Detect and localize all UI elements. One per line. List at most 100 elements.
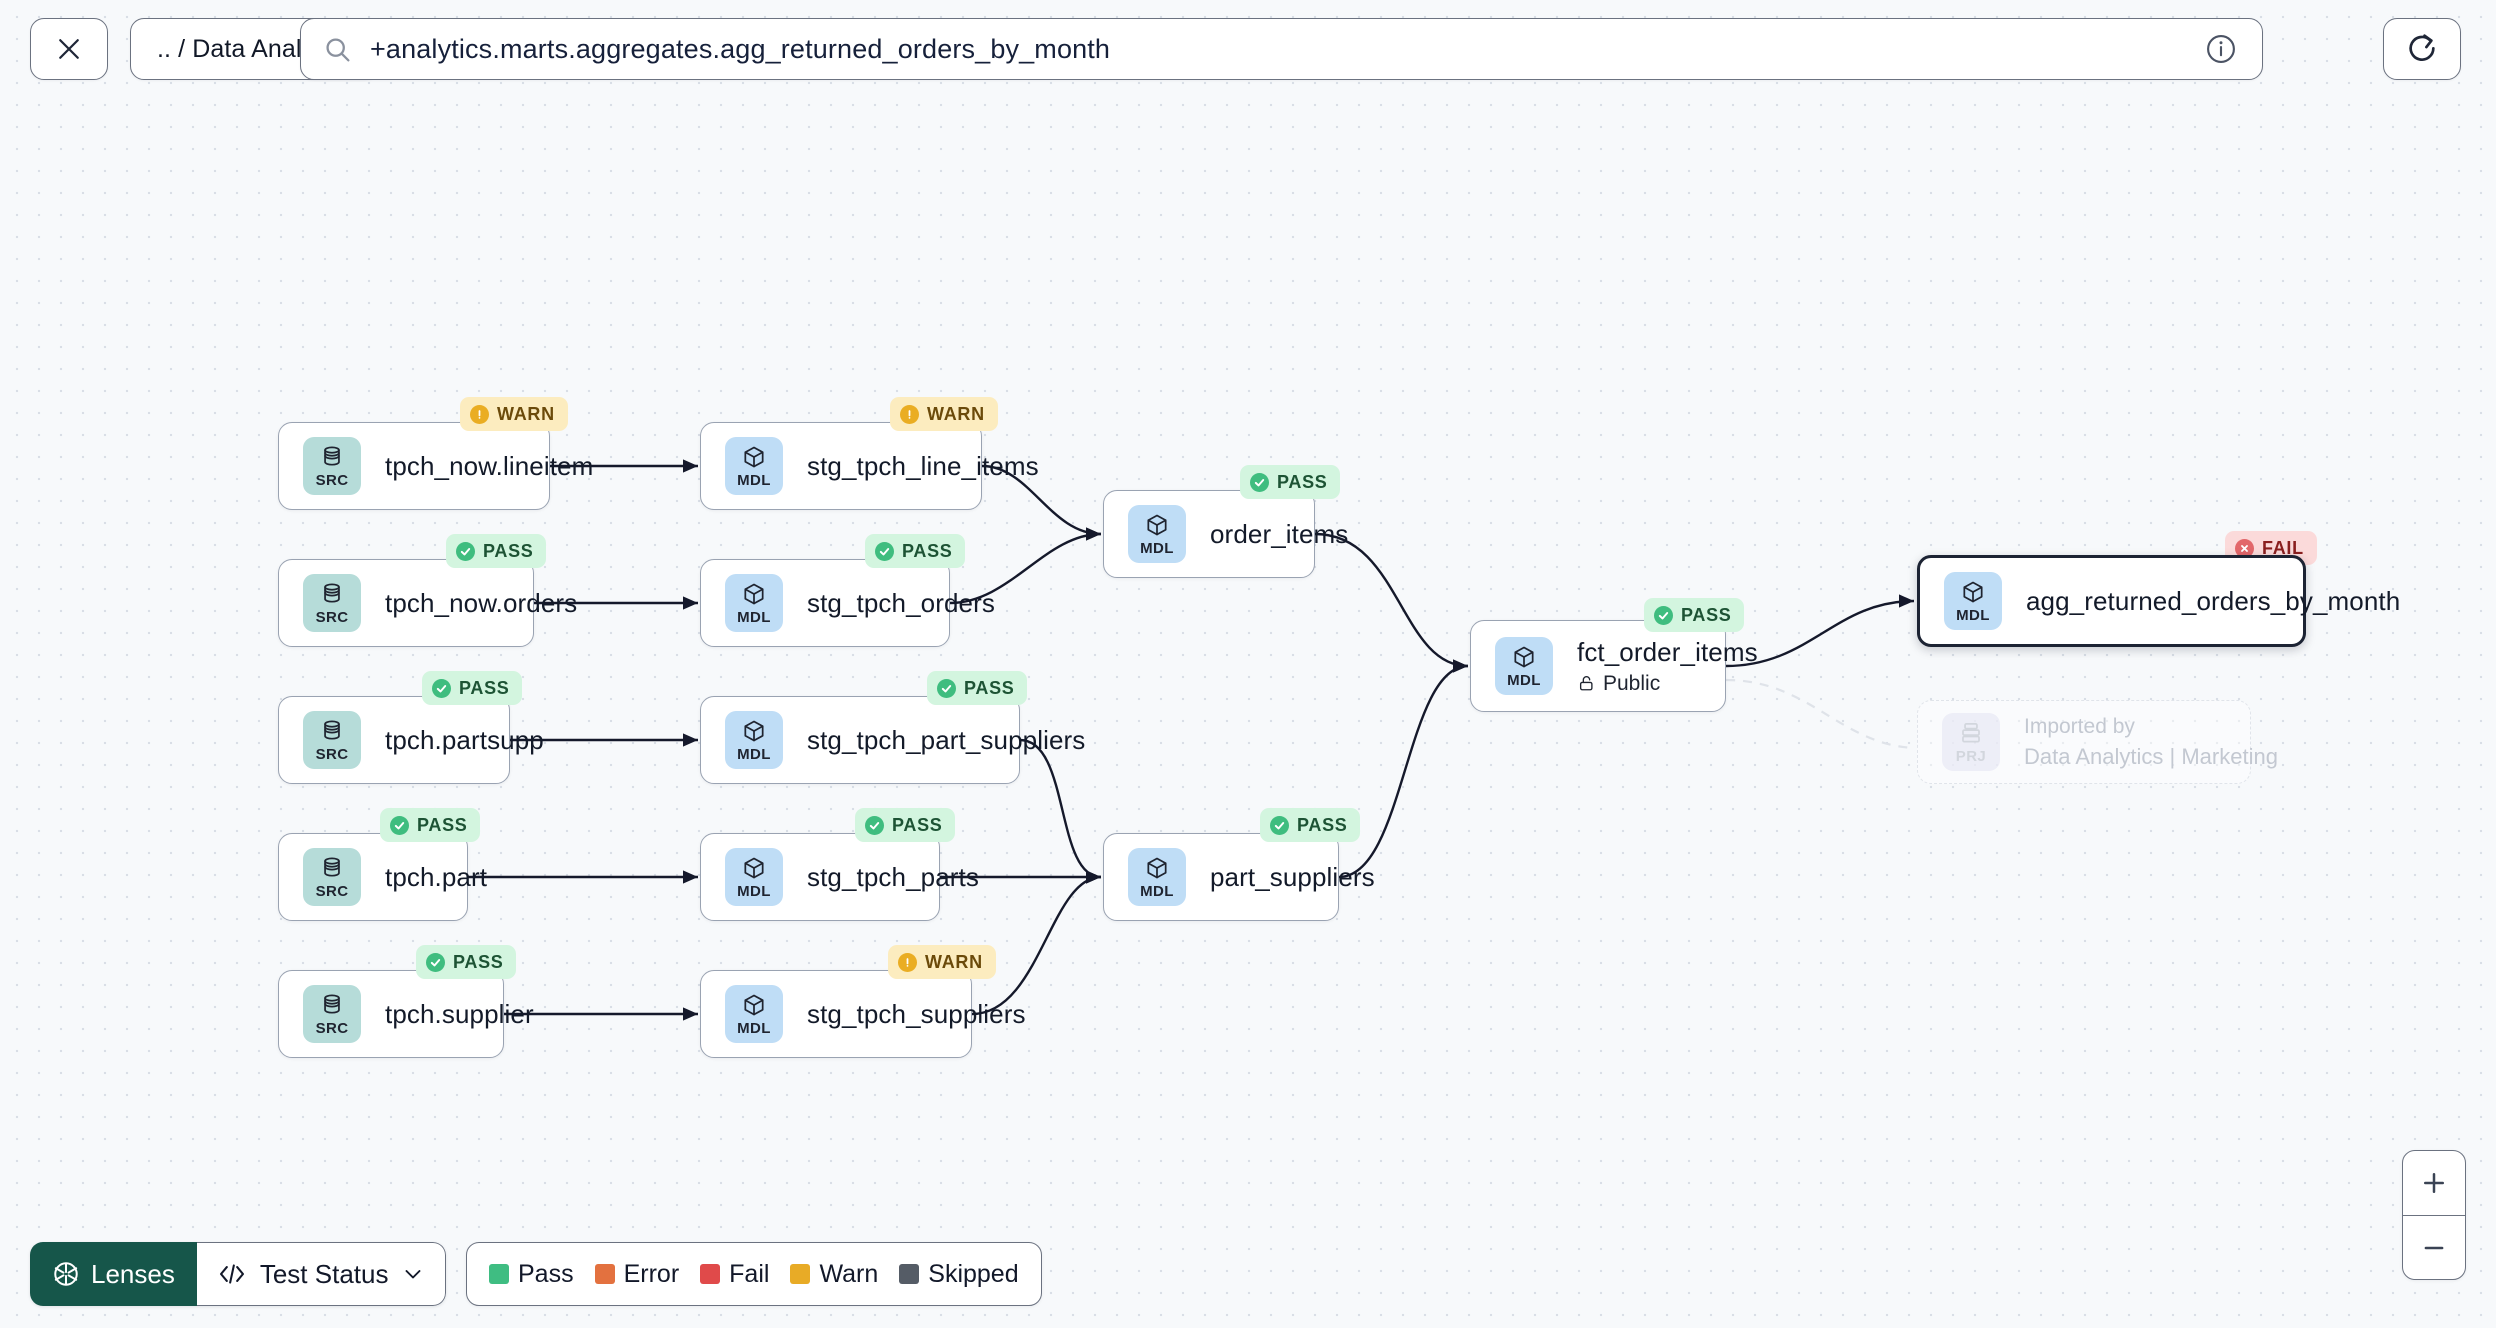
node-text: tpch_now.orders: [385, 588, 577, 619]
node-kind-label: MDL: [1140, 883, 1174, 900]
legend-swatch-skipped: [899, 1264, 920, 1284]
status-badge-tpch_now_lineitem[interactable]: WARN: [460, 397, 568, 431]
status-icon-pass: [426, 952, 445, 972]
legend-swatch-pass: [489, 1264, 509, 1284]
cube-icon: [1147, 514, 1167, 536]
legend-item-skipped[interactable]: Skipped: [899, 1260, 1019, 1289]
bottom-toolbar: Lenses Test Status Pass Error Fail Warn Skip…: [0, 1218, 2496, 1328]
node-title: tpch.supplier: [385, 998, 534, 1029]
node-kind-badge-mdl: MDL: [1128, 848, 1186, 906]
node-text: stg_tpch_orders: [807, 588, 995, 619]
node-kind-label: MDL: [737, 746, 771, 763]
status-icon-pass: [1270, 815, 1289, 835]
zoom-out-button[interactable]: [2403, 1215, 2465, 1279]
database-icon: [324, 720, 340, 740]
graph-node-tpch_part[interactable]: SRC tpch.part: [278, 833, 487, 921]
node-title: stg_tpch_part_suppliers: [807, 724, 1086, 755]
node-kind-label: SRC: [315, 609, 349, 626]
close-button[interactable]: [30, 18, 108, 80]
test-status-dropdown[interactable]: Test Status: [196, 1242, 447, 1306]
unlock-icon: [1579, 676, 1593, 691]
info-circle-icon[interactable]: [2204, 32, 2238, 66]
legend-swatch-fail: [700, 1264, 721, 1284]
status-icon-pass: [865, 815, 884, 835]
node-kind-badge-mdl: MDL: [725, 574, 783, 632]
search-input[interactable]: +analytics.marts.aggregates.agg_returned…: [370, 33, 1111, 64]
node-text: stg_tpch_suppliers: [807, 999, 1026, 1030]
status-icon-pass: [1250, 472, 1269, 492]
node-title: fct_order_items: [1577, 636, 1758, 667]
top-toolbar: .. / Data Analytics +analytics.marts.agg…: [0, 0, 2496, 118]
status-badge-tpch_supplier[interactable]: PASS: [416, 945, 517, 979]
minus-icon: [2424, 1246, 2444, 1249]
legend-item-pass[interactable]: Pass: [489, 1260, 574, 1289]
refresh-button[interactable]: [2383, 18, 2461, 80]
status-label: PASS: [1681, 604, 1732, 625]
node-kind-badge-mdl: MDL: [1944, 572, 2002, 630]
status-label: WARN: [497, 403, 555, 424]
status-badge-stg_tpch_orders[interactable]: PASS: [865, 534, 966, 568]
cube-icon: [1514, 646, 1534, 668]
graph-node-stg_tpch_line_items[interactable]: MDL stg_tpch_line_items: [700, 422, 1039, 510]
status-badge-tpch_partsupp[interactable]: PASS: [422, 671, 523, 705]
search-icon: [326, 37, 350, 62]
node-text: agg_returned_orders_by_month: [2026, 586, 2400, 617]
status-label: PASS: [459, 677, 510, 698]
lenses-label: Lenses: [91, 1258, 175, 1289]
legend-item-warn[interactable]: Warn: [790, 1260, 878, 1289]
node-kind-label: MDL: [1140, 540, 1174, 557]
status-badge-fct_order_items[interactable]: PASS: [1644, 598, 1745, 632]
graph-node-tpch_supplier[interactable]: SRC tpch.supplier: [278, 970, 534, 1058]
database-icon: [324, 446, 340, 466]
status-label: WARN: [925, 951, 983, 972]
zoom-in-button[interactable]: [2403, 1151, 2465, 1215]
graph-node-stg_tpch_part_suppliers[interactable]: MDL stg_tpch_part_suppliers: [700, 696, 1085, 784]
lenses-button[interactable]: Lenses: [30, 1242, 197, 1306]
status-badge-part_suppliers[interactable]: PASS: [1260, 808, 1361, 842]
status-label: WARN: [927, 403, 985, 424]
status-icon-pass: [875, 541, 894, 561]
aperture-icon: [54, 1262, 78, 1286]
node-visibility: Public: [1577, 672, 1758, 696]
status-icon-pass: [390, 815, 409, 835]
database-icon: [324, 583, 340, 603]
status-badge-stg_tpch_suppliers[interactable]: WARN: [888, 945, 996, 979]
node-kind-badge-mdl: MDL: [725, 437, 783, 495]
legend-item-error[interactable]: Error: [594, 1260, 679, 1289]
status-badge-stg_tpch_line_items[interactable]: WARN: [890, 397, 998, 431]
status-badge-order_items[interactable]: PASS: [1240, 465, 1341, 499]
status-badge-tpch_now_orders[interactable]: PASS: [446, 534, 547, 568]
plus-icon: [2424, 1173, 2444, 1193]
cube-icon: [744, 857, 764, 879]
legend-label: Warn: [819, 1259, 879, 1288]
legend-item-fail[interactable]: Fail: [700, 1260, 769, 1289]
node-kind-label: SRC: [315, 883, 349, 900]
graph-node-tpch_now_orders[interactable]: SRC tpch_now.orders: [278, 559, 577, 647]
status-badge-tpch_part[interactable]: PASS: [380, 808, 481, 842]
graph-node-agg_returned_orders_by_month[interactable]: MDL agg_returned_orders_by_month: [1917, 555, 2400, 647]
status-icon-pass: [1654, 605, 1673, 625]
node-kind-badge-prj: PRJ: [1942, 713, 2000, 771]
chevron-down-icon: [406, 1270, 421, 1279]
status-icon-warn: [900, 404, 919, 424]
node-title: tpch.part: [385, 861, 488, 892]
node-kind-label: SRC: [315, 472, 349, 489]
node-kind-badge-src: SRC: [303, 574, 361, 632]
node-text: tpch.partsupp: [385, 725, 544, 756]
node-kind-badge-src: SRC: [303, 985, 361, 1043]
graph-node-stg_tpch_orders[interactable]: MDL stg_tpch_orders: [700, 559, 995, 647]
status-badge-stg_tpch_parts[interactable]: PASS: [855, 808, 956, 842]
search-bar[interactable]: +analytics.marts.aggregates.agg_returned…: [300, 18, 2263, 80]
node-text: stg_tpch_line_items: [807, 451, 1039, 482]
status-badge-stg_tpch_part_suppliers[interactable]: PASS: [927, 671, 1028, 705]
